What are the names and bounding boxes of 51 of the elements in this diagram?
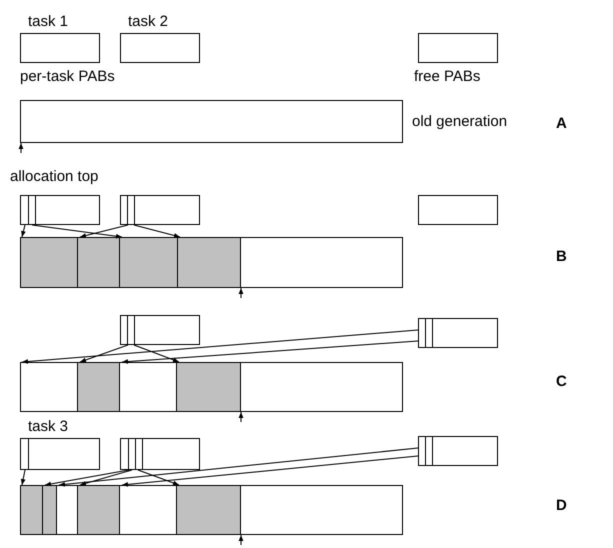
arrow — [22, 330, 418, 364]
memory-block — [43, 486, 57, 534]
memory-block — [21, 238, 78, 287]
memory-block — [21, 486, 43, 534]
buffer-box — [120, 195, 200, 225]
buffer-box — [20, 195, 100, 225]
memory-block — [120, 238, 178, 287]
pointer-arrow — [18, 142, 24, 154]
row-letter: A — [556, 115, 567, 132]
arrow — [134, 344, 180, 362]
heap-band — [20, 485, 403, 535]
row-letter: D — [556, 497, 567, 514]
caption-label: free PABs — [414, 68, 480, 85]
heap-band — [20, 362, 403, 412]
arrow — [122, 456, 418, 487]
arrow — [32, 224, 122, 239]
memory-block — [177, 486, 241, 534]
pointer-arrow — [238, 412, 244, 422]
buffer-box — [418, 195, 498, 225]
memory-block — [78, 363, 120, 411]
arrow — [20, 470, 26, 486]
buffer-box — [418, 318, 498, 348]
memory-block — [78, 486, 120, 534]
buffer-box — [120, 315, 200, 345]
memory-block — [78, 238, 120, 287]
region-label: old generation — [412, 112, 508, 130]
arrow — [80, 344, 128, 362]
row-letter: B — [556, 248, 567, 265]
arrow — [80, 224, 128, 238]
memory-block — [178, 238, 241, 287]
arrow — [122, 340, 418, 364]
heap-band — [20, 100, 403, 143]
pointer-arrow — [238, 288, 244, 298]
caption-label: allocation top — [10, 168, 98, 185]
arrow — [58, 448, 418, 487]
buffer-box — [418, 33, 498, 63]
buffer-box — [120, 438, 200, 470]
task-label: task 1 — [28, 13, 68, 30]
arrow — [21, 224, 26, 238]
heap-band — [20, 237, 403, 288]
task-label: task 2 — [128, 13, 168, 30]
arrow — [44, 470, 130, 486]
row-letter: C — [556, 373, 567, 390]
arrow — [138, 470, 180, 486]
pointer-arrow — [238, 534, 244, 546]
memory-block — [177, 363, 241, 411]
caption-label: per-task PABs — [20, 68, 115, 85]
task-label: task 3 — [28, 418, 68, 435]
arrow — [134, 224, 180, 238]
buffer-box — [418, 436, 498, 466]
arrow — [80, 470, 132, 486]
